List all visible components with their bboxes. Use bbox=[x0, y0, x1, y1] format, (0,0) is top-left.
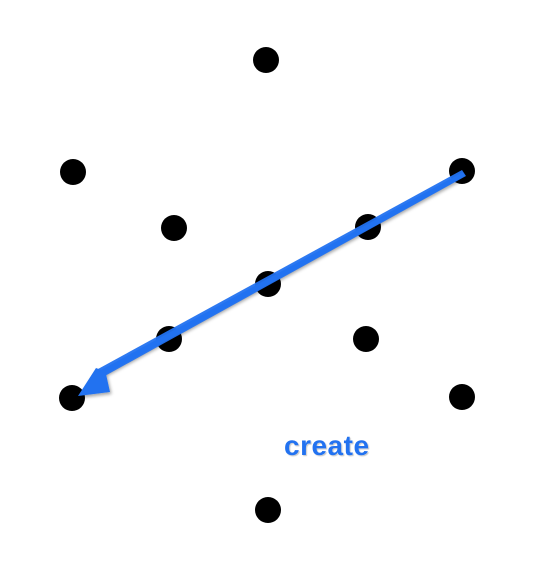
dot-center bbox=[255, 271, 281, 297]
dot-right-upper bbox=[449, 158, 475, 184]
dot-right-lower bbox=[449, 384, 475, 410]
diagram-label: create bbox=[284, 430, 370, 461]
dot-left-lower bbox=[59, 385, 85, 411]
dot-bottom bbox=[255, 497, 281, 523]
dot-left-upper bbox=[60, 159, 86, 185]
dot-top bbox=[253, 47, 279, 73]
arrow-shaft bbox=[98, 170, 466, 377]
dot-inner-upper-left bbox=[161, 215, 187, 241]
dot-inner-lower-right bbox=[353, 326, 379, 352]
dot-inner-upper-right bbox=[355, 214, 381, 240]
dot-inner-lower-left bbox=[156, 326, 182, 352]
